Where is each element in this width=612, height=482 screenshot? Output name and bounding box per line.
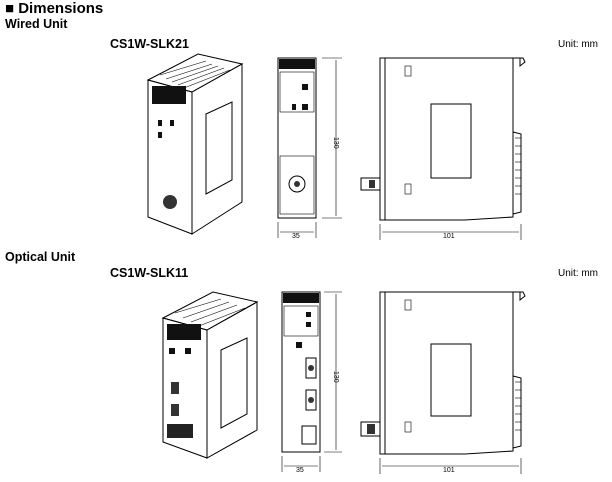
unit-label-wired: Unit: mm <box>558 39 598 50</box>
front-width-label-optical: 35 <box>296 467 304 474</box>
front-height-label-wired: 130 <box>332 137 339 149</box>
bnc-connector <box>163 195 177 209</box>
front-view-wired: 130 35 <box>277 57 342 240</box>
front-view-optical: 130 35 <box>281 291 342 474</box>
side-depth-label-optical: 101 <box>443 467 455 474</box>
terminal-block <box>167 424 193 438</box>
side-depth-label-wired: 101 <box>443 233 455 240</box>
front-width-label-wired: 35 <box>292 233 300 240</box>
isometric-view-optical <box>161 291 259 459</box>
indicator-panel <box>152 86 186 104</box>
side-view-wired: 101 <box>360 57 526 240</box>
model-name-wired: CS1W-SLK21 <box>110 37 189 51</box>
side-view-optical: 101 <box>360 291 526 474</box>
section-title-wired-unit: Wired Unit <box>5 17 68 31</box>
model-name-optical: CS1W-SLK11 <box>110 266 189 280</box>
section-title-optical-unit: Optical Unit <box>5 250 76 264</box>
front-height-label-optical: 130 <box>332 371 339 383</box>
page-heading: ■ Dimensions <box>5 0 104 17</box>
isometric-view-wired <box>146 53 244 235</box>
unit-label-optical: Unit: mm <box>558 268 598 279</box>
